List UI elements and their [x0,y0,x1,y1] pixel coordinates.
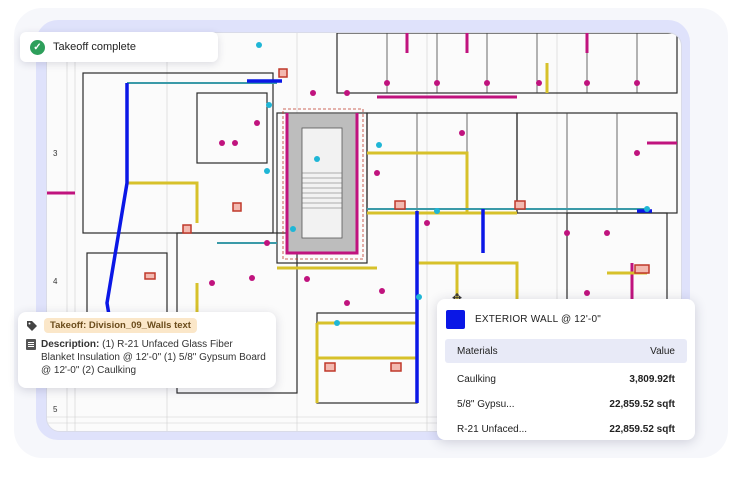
material-name: 5/8" Gypsu... [457,399,515,410]
wall-color-swatch [446,309,465,329]
grid-line-label: 4 [53,277,58,286]
takeoff-tag[interactable]: Takeoff: Division_09_Walls text [44,318,197,333]
grid-line-label: 5 [53,405,58,414]
table-row[interactable]: R-21 Unfaced... 22,859.52 sqft [437,417,695,442]
takeoff-description-card: Takeoff: Division_09_Walls text Descript… [18,312,276,388]
table-row[interactable]: 5/8" Gypsu... 22,859.52 sqft [437,392,695,417]
description-label: Description: [41,339,100,350]
description-text: (1) R-21 Unfaced Glass Fiber Blanket Ins… [41,339,266,376]
tag-icon [27,320,37,331]
takeoff-complete-toast: ✓ Takeoff complete [20,32,218,62]
value-column-header: Value [650,345,675,357]
material-name: Caulking [457,374,496,385]
move-cursor-icon: ✥ [452,291,463,305]
document-icon [26,339,36,350]
materials-table-header: Materials Value [445,339,687,363]
material-name: R-21 Unfaced... [457,424,528,435]
wall-type-title: EXTERIOR WALL @ 12'-0" [475,313,601,325]
materials-column-header: Materials [457,345,498,357]
grid-line-label: 3 [53,149,58,158]
material-value: 22,859.52 sqft [609,424,675,435]
material-value: 22,859.52 sqft [609,399,675,410]
check-circle-icon: ✓ [30,39,45,55]
toast-text: Takeoff complete [53,41,136,53]
material-value: 3,809.92ft [629,374,675,385]
materials-card: EXTERIOR WALL @ 12'-0" Materials Value C… [437,299,695,440]
table-row[interactable]: Caulking 3,809.92ft [437,367,695,392]
